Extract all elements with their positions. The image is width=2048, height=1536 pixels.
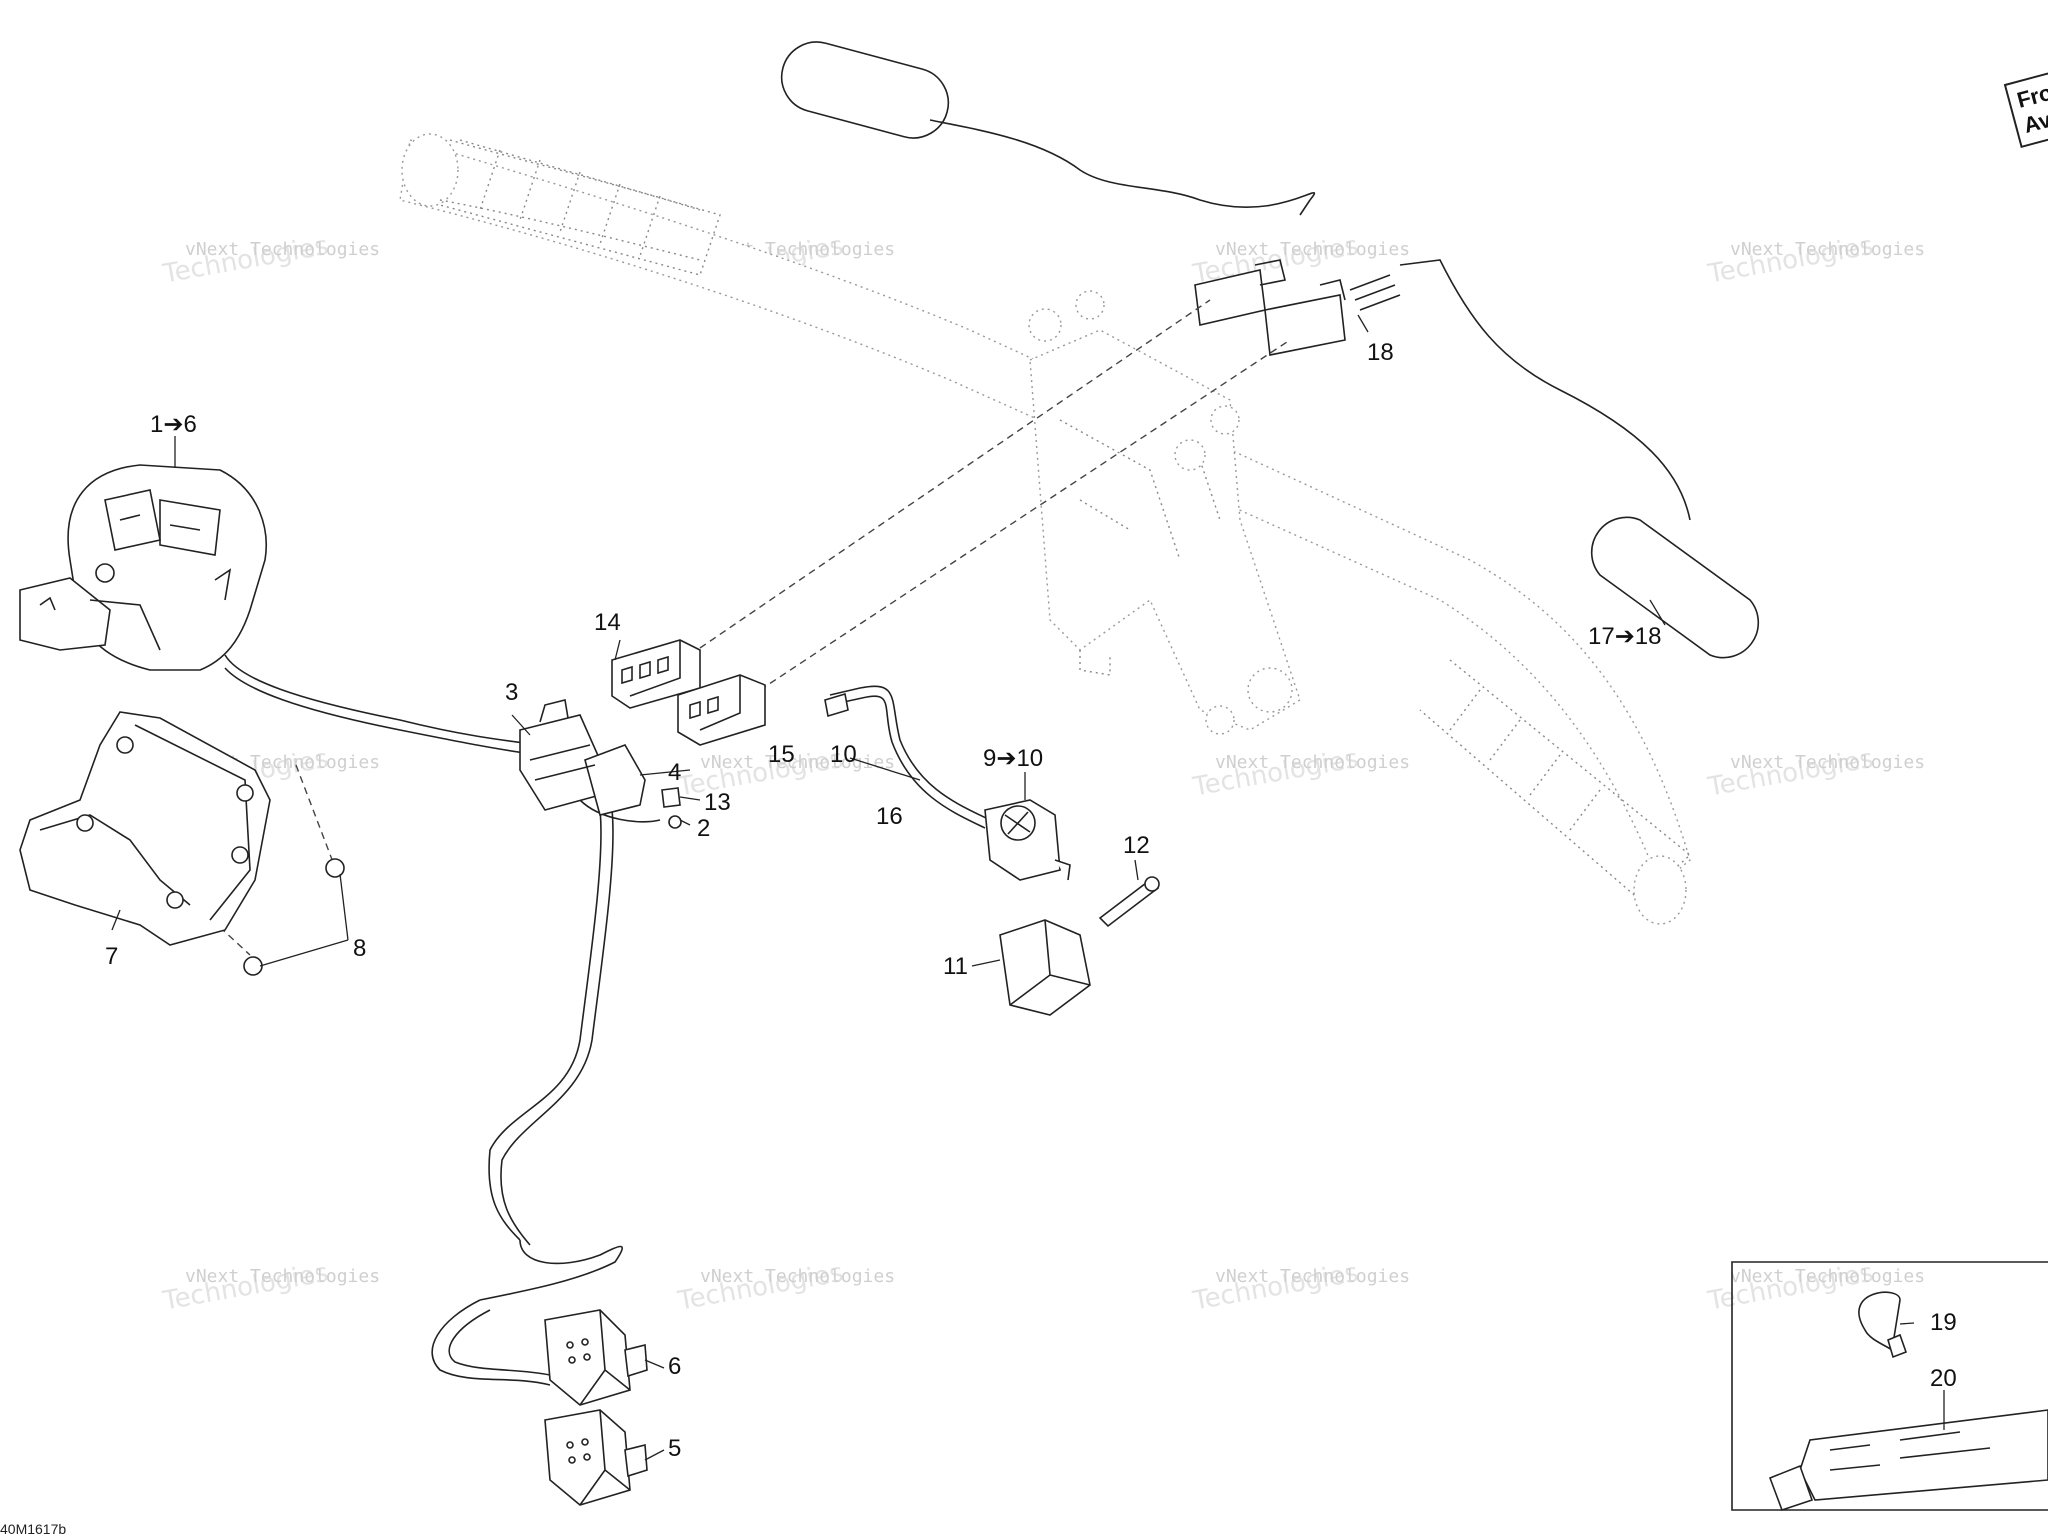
connector-6 xyxy=(544,1309,648,1406)
callout-11: 11 xyxy=(943,953,968,980)
watermark-vnext: vNext Technologies xyxy=(700,752,895,773)
callout-9-10: 9➔10 xyxy=(983,745,1043,772)
housing-cover xyxy=(19,711,271,946)
compound-tube-20 xyxy=(1768,1409,2048,1512)
callout-19: 19 xyxy=(1930,1309,1957,1336)
reference-code: 40M1617b xyxy=(0,1521,66,1536)
watermark-vnext: vNext Technologies xyxy=(1730,1266,1925,1287)
callout-12: 12 xyxy=(1123,832,1150,859)
switch-9-10 xyxy=(984,799,1071,881)
leader-lines xyxy=(111,314,1945,1461)
callout-14: 14 xyxy=(594,609,621,636)
watermark-vnext: vNext Technologies xyxy=(1730,239,1925,260)
watermark-vnext: vNext Technologies xyxy=(700,1266,895,1287)
callout-2: 2 xyxy=(697,815,710,842)
callouts: 1➔6 2 3 4 5 6 7 8 9➔10 10 11 12 13 14 15… xyxy=(105,339,1957,1462)
heated-grip-connectors xyxy=(1194,259,1401,356)
callout-10: 10 xyxy=(830,741,857,768)
cable-tie-19 xyxy=(1858,1291,1908,1359)
connector-14 xyxy=(611,639,701,709)
callout-6: 6 xyxy=(668,1353,681,1380)
switch-wire-16 xyxy=(824,685,991,829)
callout-4: 4 xyxy=(668,759,681,786)
wiring-harness xyxy=(224,654,682,1386)
front-direction-tag: Fron Ava xyxy=(2003,63,2048,149)
connector-3-4 xyxy=(519,699,646,816)
callout-8: 8 xyxy=(353,935,366,962)
switch-cover-11 xyxy=(999,919,1091,1016)
callout-7: 7 xyxy=(105,943,118,970)
callout-17-18: 17➔18 xyxy=(1588,623,1662,650)
callout-3: 3 xyxy=(505,679,518,706)
connector-15 xyxy=(677,674,766,746)
watermark-vnext: vNext Technologies xyxy=(185,239,380,260)
inset-accessories xyxy=(1731,1261,2048,1512)
pin-12 xyxy=(1098,876,1160,928)
connector-5 xyxy=(544,1409,648,1506)
heated-grip-element-left xyxy=(780,41,1316,216)
handlebar-ghost xyxy=(399,133,1692,925)
callout-16: 16 xyxy=(876,803,903,830)
control-housing xyxy=(19,464,267,671)
watermark-vnext: vNext Technologies xyxy=(1215,239,1410,260)
screws xyxy=(243,858,345,976)
callout-5: 5 xyxy=(668,1435,681,1462)
watermark-vnext: vNext Technologies xyxy=(1215,1266,1410,1287)
watermark-vnext: vNext Technologies xyxy=(1730,752,1925,773)
callout-20: 20 xyxy=(1930,1365,1957,1392)
callout-1-6: 1➔6 xyxy=(150,411,197,438)
heated-grip-element-right xyxy=(1399,259,1760,659)
callout-13: 13 xyxy=(704,789,731,816)
watermark-vnext: vNext Technologies xyxy=(185,1266,380,1287)
callout-15: 15 xyxy=(768,741,795,768)
callout-18: 18 xyxy=(1367,339,1394,366)
watermark-vnext: vNext Technologies xyxy=(1215,752,1410,773)
screw-13 xyxy=(661,787,681,808)
